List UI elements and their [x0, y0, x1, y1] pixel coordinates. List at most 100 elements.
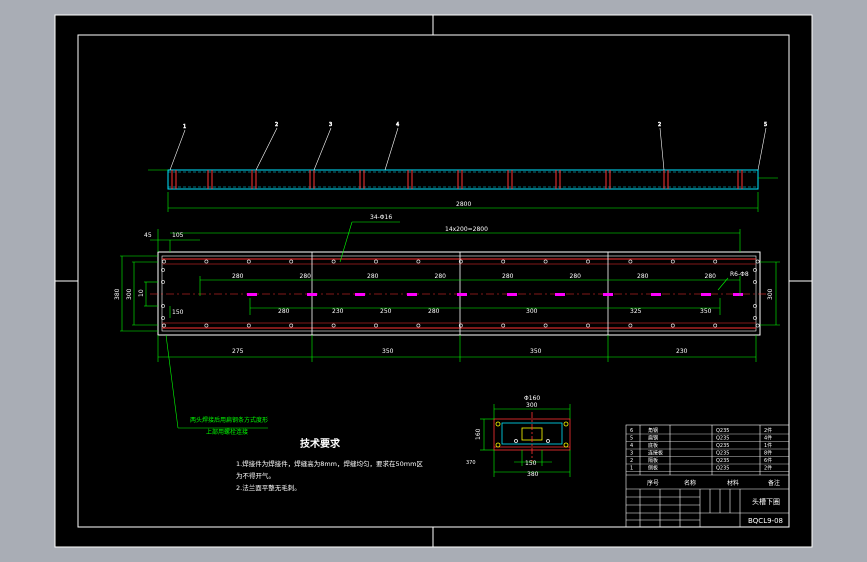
- balloon-number: 3: [329, 122, 332, 128]
- bolt-hole: [458, 259, 463, 264]
- bolt-slot: [355, 293, 365, 296]
- bom-cell-no: 4: [630, 443, 633, 449]
- drawing-paper: [55, 15, 812, 547]
- bom-header-material: 材料: [727, 479, 739, 487]
- balloon-number: 4: [396, 122, 399, 128]
- mid-spacing-dim: 280: [278, 308, 290, 315]
- balloon-number: 1: [183, 124, 186, 130]
- centering-marks: [55, 15, 812, 547]
- balloon-number: 2: [275, 122, 278, 128]
- bom-cell-name: 连接板: [648, 450, 663, 457]
- bottom-segment-dim: 275: [232, 348, 244, 355]
- bolt-hole: [161, 304, 165, 308]
- side-note-line-2: 上部用螺栓连接: [206, 428, 248, 436]
- top-spacing-dim: 280: [637, 273, 649, 280]
- bolt-slot: [733, 293, 743, 296]
- tech-note-3: 2.法兰面平整无毛刺。: [236, 483, 301, 492]
- bolt-hole: [501, 259, 506, 264]
- bolt-hole: [289, 259, 294, 264]
- bolt-hole: [543, 259, 548, 264]
- side-note-line-1: 两头焊接后用扁钢条方式度形: [190, 416, 268, 424]
- section-small-left-dim: 370: [466, 460, 476, 466]
- bolt-hole: [374, 259, 378, 264]
- bolt-hole: [161, 280, 165, 284]
- mid-spacing-dim: 300: [526, 308, 538, 315]
- section-top-sub-dim: Φ160: [524, 395, 540, 402]
- top-spacing-dim: 280: [232, 273, 244, 280]
- bolt-slot: [555, 293, 565, 296]
- title-block: [625, 424, 790, 528]
- bom-cell-material: Q235: [716, 436, 729, 442]
- bolt-hole: [628, 323, 633, 328]
- bolt-hole: [670, 259, 675, 264]
- top-spacing-dim: 280: [367, 273, 379, 280]
- section-bottom-inner-dim: 150: [525, 460, 537, 467]
- bolt-slot: [247, 293, 257, 296]
- bom-cell-name: 底板: [648, 442, 658, 449]
- bolt-hole: [416, 323, 421, 328]
- bolt-slot: [507, 293, 517, 296]
- bom-cell-name: 隔板: [648, 457, 658, 464]
- bottom-segment-dim: 350: [382, 348, 394, 355]
- bom-cell-no: 3: [630, 451, 633, 457]
- tech-note-1: 1.焊接件为焊接件，焊缝高为8mm，焊缝均匀，要求在50mm区: [236, 459, 423, 468]
- bom-cell-no: 1: [630, 466, 633, 472]
- left-small2-dim: 150: [172, 309, 184, 316]
- drawing-number: BQCL9-08: [748, 517, 783, 525]
- mid-spacing-dim: 280: [428, 308, 440, 315]
- section-height-dim: 160: [475, 428, 482, 440]
- bolt-hole: [753, 280, 757, 284]
- bom-cell-no: 5: [630, 436, 633, 442]
- bom-cell-remark: 4件: [764, 435, 772, 442]
- side-overall-dim: 2800: [456, 201, 471, 208]
- tech-title: 技术要求: [300, 437, 341, 450]
- bolt-hole: [246, 323, 251, 328]
- mid-spacing-dim: 350: [700, 308, 712, 315]
- balloon-leader: [659, 127, 665, 171]
- bolt-hole: [204, 323, 209, 328]
- bolt-hole: [458, 323, 463, 328]
- height-total-dim: 380: [114, 288, 121, 300]
- section-view: [480, 404, 571, 477]
- bottom-segment-dim: 230: [676, 348, 688, 355]
- bolt-hole: [753, 304, 757, 308]
- bolt-hole: [586, 323, 590, 328]
- hole-pitch-dim: 14x200=2800: [445, 226, 488, 233]
- bolt-slot: [457, 293, 467, 296]
- mid-spacing-dim: 230: [332, 308, 344, 315]
- tech-note-2: 为不得开气。: [236, 471, 275, 480]
- bottom-segment-dim: 350: [530, 348, 542, 355]
- bolt-slot: [307, 293, 317, 296]
- bolt-hole: [628, 259, 633, 264]
- bom-header-name: 名称: [684, 479, 696, 487]
- bolt-hole: [374, 323, 378, 328]
- bolt-slot: [407, 293, 417, 296]
- bolt-hole: [162, 259, 166, 264]
- bolt-slot: [651, 293, 661, 296]
- bom-cell-remark: 2件: [764, 427, 772, 434]
- top-spacing-dim: 280: [300, 273, 312, 280]
- bolt-hole: [246, 259, 251, 264]
- balloon-number: 2: [658, 122, 661, 128]
- bom-cell-material: Q235: [716, 443, 729, 449]
- top-spacing-dim: 280: [705, 273, 717, 280]
- bolt-hole: [162, 323, 166, 328]
- drawing-title: 头槽下圈: [752, 497, 780, 506]
- bolt-hole: [331, 259, 336, 264]
- left-small-dim: 10: [138, 289, 145, 297]
- bolt-slot: [603, 293, 613, 296]
- left-edge-dim: 105: [172, 232, 184, 239]
- bolt-hole: [670, 323, 675, 328]
- bolt-hole: [204, 259, 209, 264]
- bolt-hole: [713, 259, 718, 264]
- top-spacing-dim: 280: [502, 273, 514, 280]
- bolt-hole: [331, 323, 336, 328]
- plan-view: 34-Φ16 14x200=2800 105 45 380 300 10 150…: [114, 214, 780, 436]
- bolt-hole: [289, 323, 294, 328]
- top-spacing-dim: 280: [435, 273, 447, 280]
